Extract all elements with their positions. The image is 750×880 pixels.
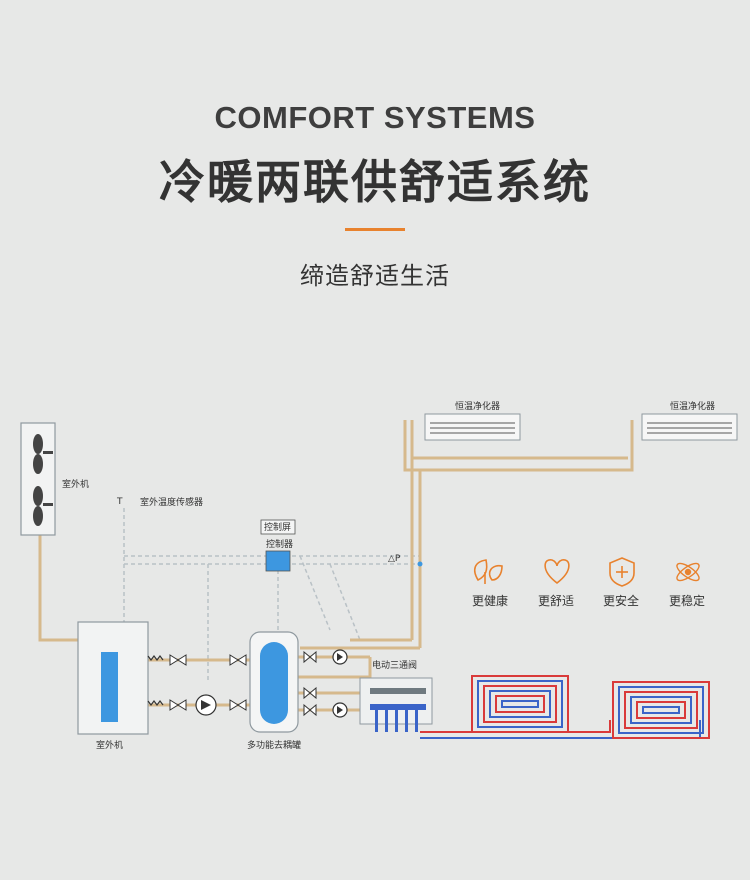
fan-icon [33, 486, 53, 526]
feature-label: 更舒适 [538, 594, 574, 608]
delta-p-label: △P [388, 554, 401, 564]
pump-icon [195, 694, 217, 716]
purifier-left [424, 413, 521, 441]
heat-pump-unit [77, 621, 149, 735]
controller-label: 控制器 [266, 538, 293, 550]
purifier-right-label: 恒温净化器 [670, 400, 715, 412]
purifier-right [641, 413, 738, 441]
feature-comfort: 更舒适 [538, 559, 574, 608]
heart-icon [544, 559, 570, 585]
outdoor-unit-top-label: 室外机 [62, 478, 89, 490]
valve-icons [169, 650, 317, 717]
feature-safety: 更安全 [603, 557, 639, 608]
title-english: COMFORT SYSTEMS [214, 100, 536, 135]
pump-icon [332, 702, 348, 718]
title-chinese: 冷暖两联供舒适系统 [159, 155, 591, 209]
atom-icon [676, 562, 700, 582]
feature-stability: 更稳定 [669, 562, 705, 608]
subtitle: 缔造舒适生活 [300, 262, 450, 290]
outdoor-fan-unit [20, 422, 56, 536]
manifold [359, 677, 433, 732]
delta-p-sensor [417, 561, 423, 567]
feature-label: 更稳定 [669, 593, 705, 608]
floor-heating-loop-right [612, 681, 710, 739]
feature-label: 更安全 [603, 593, 639, 608]
control-screen-label: 控制屏 [264, 521, 291, 533]
feature-label: 更健康 [472, 593, 508, 608]
fan-icon [33, 434, 53, 474]
temp-sensor-symbol: T [116, 497, 123, 507]
control-screen-box [260, 519, 296, 535]
buffer-tank-label: 多功能去耦罐 [247, 739, 301, 751]
filter-icons [147, 655, 164, 706]
outdoor-unit-bottom-label: 室外机 [96, 739, 123, 751]
feature-healthy: 更健康 [472, 559, 508, 608]
purifier-left-label: 恒温净化器 [455, 400, 500, 412]
leaf-icon [473, 559, 503, 584]
pump-icon [332, 649, 348, 665]
three-way-valve-label: 电动三通阀 [372, 659, 417, 671]
accent-divider [345, 228, 405, 231]
controller-box [265, 550, 291, 572]
shield-plus-icon [609, 557, 635, 587]
buffer-tank [249, 631, 299, 733]
outdoor-temp-sensor-label: 室外温度传感器 [140, 496, 203, 508]
floor-heating-loop-left [471, 675, 569, 733]
